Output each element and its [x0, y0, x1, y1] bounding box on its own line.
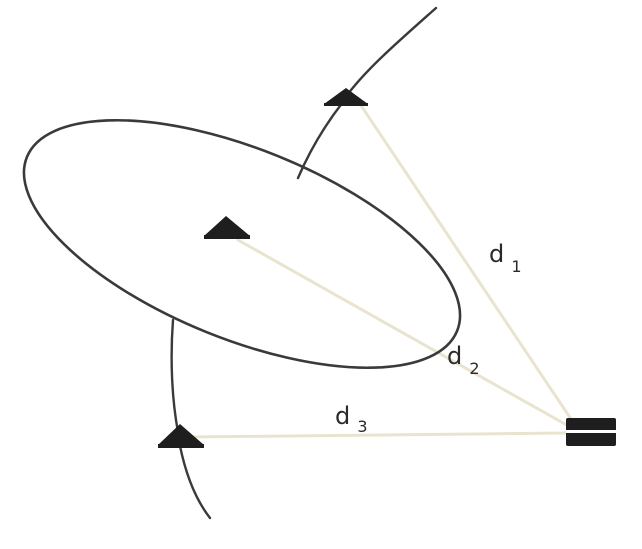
lower-curve-lower-segment	[178, 444, 212, 520]
triangle-icon	[204, 216, 250, 239]
ellipse-region	[22, 118, 462, 370]
label-d1-main: d	[489, 240, 504, 268]
distance-line-d2	[236, 238, 574, 430]
label-d3-sub: 3	[357, 417, 367, 436]
upper-curve-lower-segment	[296, 100, 345, 180]
lower-curve	[170, 318, 180, 434]
label-d2-sub: 2	[469, 359, 479, 378]
label-d2: d 2	[447, 342, 480, 378]
triangle-icon	[324, 88, 368, 106]
triangle-icon	[158, 424, 204, 448]
label-d3: d 3	[335, 402, 368, 436]
rectangle-icon	[566, 418, 616, 446]
label-d3-main: d	[335, 402, 350, 430]
distance-line-d1	[358, 102, 577, 427]
label-d2-main: d	[447, 342, 462, 370]
label-d1-sub: 1	[511, 257, 521, 276]
distance-line-d3	[188, 431, 570, 439]
label-d1: d 1	[489, 240, 522, 276]
upper-curve	[343, 6, 438, 100]
